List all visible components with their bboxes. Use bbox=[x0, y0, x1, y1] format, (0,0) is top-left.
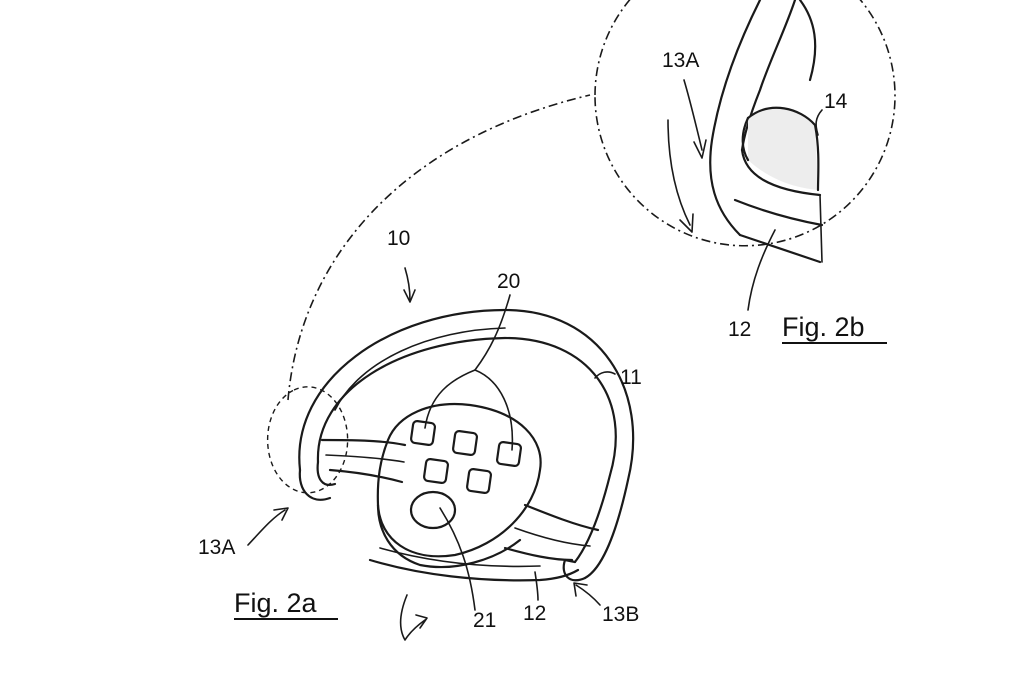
label-14: 14 bbox=[824, 90, 848, 113]
rim-outer bbox=[298, 308, 635, 580]
detail-arrow-1 bbox=[683, 79, 703, 151]
leader-21 bbox=[439, 507, 476, 611]
detail-spoke-bottom bbox=[738, 233, 822, 264]
label-13a-detail: 13A bbox=[662, 49, 699, 72]
label-10: 10 bbox=[387, 227, 410, 250]
leader-20-b bbox=[474, 369, 514, 451]
leader-12-detail bbox=[747, 229, 776, 311]
rotation-arrow-head bbox=[415, 614, 428, 629]
figure-captions: Fig. 2a Fig. 2b bbox=[234, 312, 887, 620]
detail-spoke-mid bbox=[733, 198, 824, 227]
lower-spoke bbox=[368, 558, 580, 582]
left-spoke-mid bbox=[325, 454, 405, 463]
arrow-13b bbox=[575, 584, 601, 606]
hub bbox=[376, 403, 542, 558]
hub-bottom-edge bbox=[376, 503, 522, 569]
left-spoke-bottom bbox=[328, 468, 404, 484]
label-12-detail: 12 bbox=[728, 318, 751, 341]
detail-connector-line bbox=[287, 94, 591, 401]
right-grip bbox=[562, 558, 587, 582]
button-4 bbox=[422, 457, 450, 485]
grip-detail-marker bbox=[266, 386, 349, 494]
label-12: 12 bbox=[523, 602, 546, 625]
arrow-13a bbox=[247, 509, 286, 546]
steering-wheel-2a bbox=[247, 267, 635, 641]
label-11: 11 bbox=[620, 366, 642, 389]
leader-14 bbox=[815, 109, 823, 136]
detail-rim bbox=[709, 0, 762, 237]
sensor-pad-edge bbox=[741, 116, 750, 162]
rim-mid-line bbox=[334, 327, 506, 411]
detail-spoke-top bbox=[740, 148, 822, 197]
detail-arrow-1-head bbox=[693, 139, 707, 159]
sensor-pad bbox=[748, 107, 818, 190]
leader-20-a bbox=[424, 369, 476, 429]
caption-fig-2b: Fig. 2b bbox=[782, 312, 865, 342]
label-21: 21 bbox=[473, 609, 496, 632]
rotation-arrow bbox=[399, 594, 426, 641]
arrow-10-head bbox=[403, 289, 416, 303]
left-grip bbox=[298, 468, 332, 501]
rim-inner bbox=[316, 336, 617, 564]
button-1 bbox=[409, 419, 437, 447]
detail-rim-outer bbox=[798, 0, 817, 82]
detail-arrow-2 bbox=[667, 119, 691, 226]
right-spoke-top bbox=[523, 503, 600, 532]
detail-view-2b bbox=[287, 0, 896, 401]
button-3 bbox=[495, 440, 523, 468]
right-spoke-mid bbox=[514, 527, 591, 547]
left-grip-inner bbox=[316, 460, 337, 486]
label-13b: 13B bbox=[602, 603, 639, 626]
label-20: 20 bbox=[497, 270, 520, 293]
leader-20 bbox=[474, 294, 511, 371]
caption-fig-2a: Fig. 2a bbox=[234, 588, 318, 618]
button-5 bbox=[465, 467, 493, 495]
reference-labels: 10 20 11 13A 21 12 13B 13A 14 12 bbox=[198, 49, 848, 632]
detail-spoke-edge bbox=[819, 194, 823, 263]
sensor-pad-outline bbox=[746, 106, 820, 192]
arrow-13b-head bbox=[573, 582, 588, 597]
label-13a: 13A bbox=[198, 536, 235, 559]
leader-12 bbox=[534, 571, 539, 601]
center-button bbox=[409, 490, 457, 530]
left-spoke-top bbox=[320, 438, 407, 447]
detail-rim-inner bbox=[740, 0, 797, 152]
detail-arrow-2-head bbox=[679, 213, 694, 233]
arrow-10 bbox=[404, 267, 411, 301]
detail-circle bbox=[594, 0, 896, 247]
leader-11 bbox=[594, 371, 616, 379]
button-cluster bbox=[409, 419, 523, 530]
right-spoke-bottom bbox=[503, 546, 574, 562]
arrow-13a-head bbox=[273, 507, 289, 521]
button-2 bbox=[451, 429, 479, 457]
